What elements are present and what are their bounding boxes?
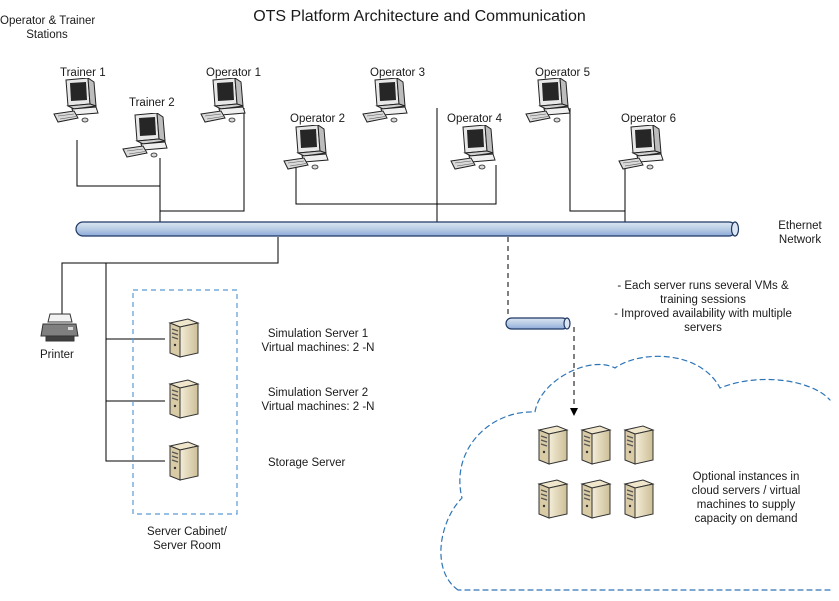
desktop-computer-icon	[361, 77, 413, 131]
trainer-2-label: Trainer 2	[129, 97, 175, 109]
network-label: Ethernet Network	[768, 219, 832, 247]
sim-server-1-name: Simulation Server 1	[267, 328, 369, 340]
trainer-1-label: Trainer 1	[60, 67, 106, 79]
cloud-connector-pipe	[505, 317, 571, 330]
network-label-line: Network	[778, 234, 822, 246]
sim-server-2-vms: Virtual machines: 2 -N	[261, 401, 375, 413]
cloud-server-icon	[578, 478, 614, 525]
desktop-computer-icon	[52, 77, 104, 131]
cloud-label-line: Optional instances in	[692, 471, 800, 483]
desktop-computer-icon	[617, 124, 669, 178]
cloud-label-line: machines to supply	[696, 499, 796, 511]
sim-server-2-name: Simulation Server 2	[267, 387, 369, 399]
cloud-link	[507, 237, 578, 416]
cloud-outline	[440, 355, 831, 591]
stations-group-label-line: Operator & Trainer	[0, 15, 96, 27]
cloud-server-icon	[535, 478, 571, 525]
note-line: servers	[684, 322, 722, 334]
stations-group-label-line: Stations	[26, 29, 68, 41]
cabinet-label-line: Server Room	[153, 540, 221, 552]
sim-server-1-vms: Virtual machines: 2 -N	[261, 342, 375, 354]
diagram-title: OTS Platform Architecture and Communicat…	[253, 8, 586, 25]
desktop-computer-icon	[449, 124, 501, 178]
operator-3-label: Operator 3	[370, 67, 425, 79]
cloud-server-icon	[578, 424, 614, 471]
server-links	[61, 237, 279, 462]
network-label-line: Ethernet	[778, 220, 822, 232]
storage-server-label: Storage Server	[268, 457, 346, 469]
operator-1-label: Operator 1	[206, 67, 261, 79]
availability-notes: - Each server runs several VMs & trainin…	[598, 279, 808, 335]
ethernet-bus	[75, 221, 740, 237]
cloud-label-line: cloud servers / virtual	[691, 485, 801, 497]
cloud-server-icon	[535, 424, 571, 471]
operator-5-label: Operator 5	[535, 67, 590, 79]
stations-group-label: Operator & Trainer Stations	[0, 14, 96, 42]
server-tower-icon	[166, 440, 202, 487]
note-line: - Improved availability with multiple	[614, 308, 792, 320]
desktop-computer-icon	[121, 112, 173, 166]
cloud-label-line: capacity on demand	[694, 513, 798, 525]
desktop-computer-icon	[282, 124, 334, 178]
server-tower-icon	[166, 378, 202, 425]
cloud-label: Optional instances in cloud servers / vi…	[676, 470, 816, 526]
note-line: - Each server runs several VMs &	[617, 280, 789, 292]
desktop-computer-icon	[524, 77, 576, 131]
workstation-links	[76, 108, 626, 222]
operator-6-label: Operator 6	[621, 113, 676, 125]
server-cabinet-outline	[132, 289, 238, 515]
cloud-server-icon	[621, 424, 657, 471]
operator-4-label: Operator 4	[447, 113, 502, 125]
sim-server-1-label: Simulation Server 1 Virtual machines: 2 …	[258, 327, 378, 355]
operator-2-label: Operator 2	[290, 113, 345, 125]
cloud-server-icon	[621, 478, 657, 525]
note-line: training sessions	[660, 294, 746, 306]
desktop-computer-icon	[199, 77, 251, 131]
sim-server-2-label: Simulation Server 2 Virtual machines: 2 …	[258, 386, 378, 414]
cabinet-label: Server Cabinet/ Server Room	[140, 525, 234, 553]
printer-icon	[40, 312, 80, 349]
cabinet-label-line: Server Cabinet/	[147, 526, 227, 538]
printer-label: Printer	[40, 349, 74, 361]
server-tower-icon	[166, 317, 202, 364]
